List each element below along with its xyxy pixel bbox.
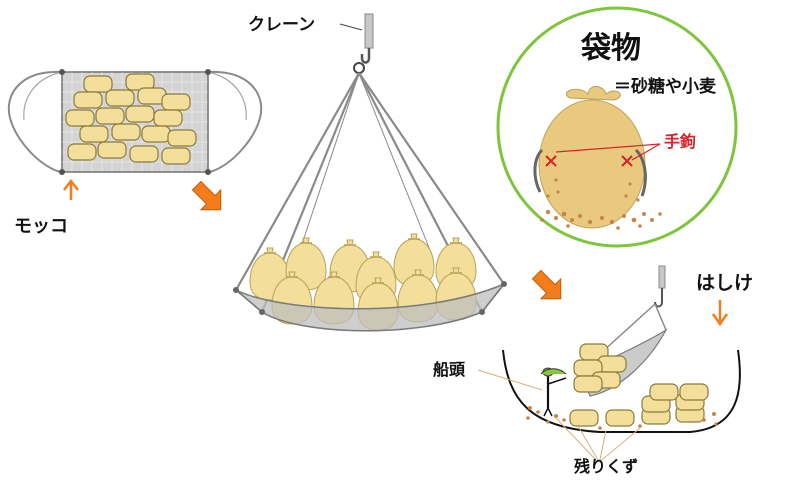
crane-label: クレーン	[248, 15, 316, 35]
barge-label: はしけ	[696, 272, 754, 294]
boat-hull	[502, 349, 741, 433]
down-arrow-icon	[711, 300, 729, 327]
leftover-debris-label: 残りくず	[574, 457, 639, 476]
orange-arrow-icon	[191, 180, 222, 211]
boatman-label: 船頭	[433, 360, 466, 379]
crumbs	[540, 178, 662, 230]
red-x-icon	[621, 155, 633, 167]
boat-sacks-in-net	[573, 343, 627, 393]
sack-detail-circle	[496, 6, 738, 248]
sack-hook-right	[634, 148, 647, 197]
up-arrow-icon	[63, 178, 79, 200]
red-x-icon	[545, 155, 557, 167]
sack-goods-title: 袋物	[581, 31, 641, 66]
hanging-net	[235, 72, 505, 313]
hashike-hook	[654, 265, 666, 308]
boat-crumbs	[526, 406, 718, 430]
orange-arrow-icon	[531, 269, 562, 300]
hand-hook-label: 手鉤	[664, 132, 697, 151]
sack-hook-left	[533, 148, 544, 193]
sugar-wheat-label: ＝砂糖や小麦	[614, 77, 716, 97]
callout-lines	[477, 369, 641, 461]
net-bottom	[233, 281, 507, 332]
mokko-label: モッコ	[14, 216, 68, 237]
mokko-net	[7, 69, 263, 175]
boatman	[540, 367, 567, 417]
crane-hook	[339, 13, 374, 74]
